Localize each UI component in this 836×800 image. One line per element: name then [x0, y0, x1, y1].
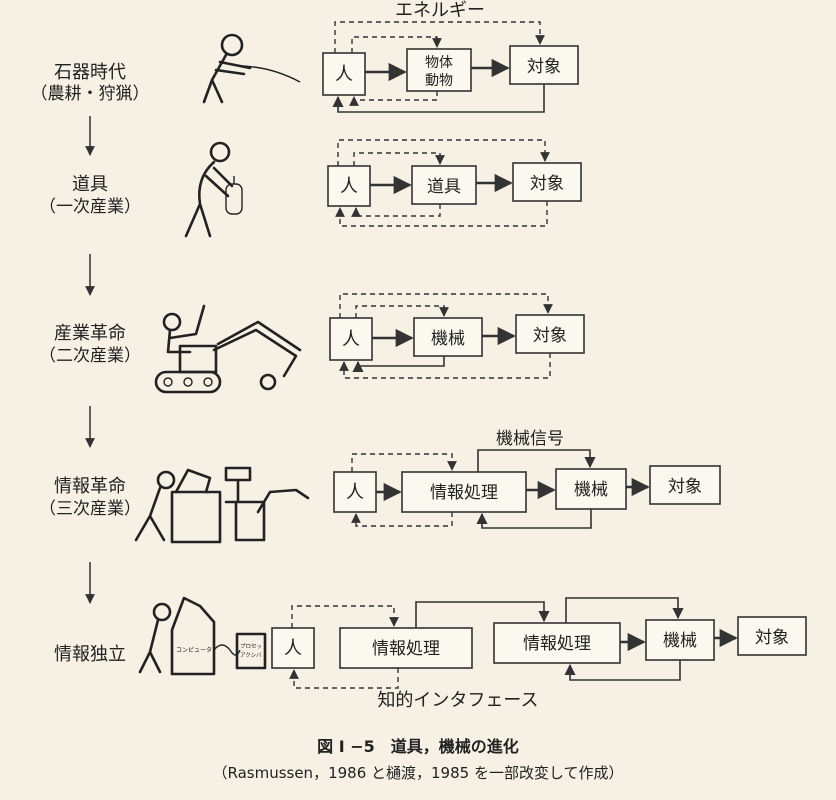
row2-person-box [327, 165, 371, 207]
row-stone-age-flow: エネルギー 人 物体 動物 対象 [322, 0, 579, 113]
figure-caption-source: （Rasmussen，1986 と樋渡，1985 を一部改変して作成） [212, 764, 623, 782]
stage-1-name: 石器時代 [54, 62, 126, 83]
row5-person-label: 人 [284, 638, 302, 659]
row5-person-box [271, 627, 315, 669]
row1-object-label: 物体 [425, 55, 453, 71]
row1-animal-label: 動物 [425, 73, 453, 89]
processor-label-1: プロセッ [240, 643, 262, 650]
row3-machine-label: 機械 [431, 329, 465, 349]
row3-target-box [515, 314, 585, 354]
row-info-independence-flow: 人 情報処理 情報処理 機械 対象 知的インタフェース [271, 597, 807, 711]
row5-info-processing-label-1: 情報処理 [372, 639, 440, 659]
stage-1-sub: （農耕・狩猟） [31, 84, 150, 104]
row4-target-box [649, 465, 721, 505]
row-tool-flow: 人 道具 対象 [327, 139, 582, 227]
row4-target-label: 対象 [668, 477, 702, 497]
row2-tool-box [411, 165, 477, 205]
row1-person-box [322, 52, 366, 96]
tool-figure-icon [184, 141, 243, 238]
row-industrial-flow: 人 機械 対象 [329, 293, 585, 379]
computer-label: コンピュータ [176, 646, 212, 654]
energy-label: エネルギー [395, 0, 485, 21]
row2-person-label: 人 [340, 176, 358, 197]
row5-info-processing-box-2 [493, 622, 621, 664]
row4-person-label: 人 [346, 482, 364, 503]
stage-2-name: 道具 [72, 174, 108, 195]
row1-person-label: 人 [335, 64, 353, 85]
row5-target-box [737, 616, 807, 656]
row5-info-processing-label-2: 情報処理 [523, 634, 591, 654]
stone-age-figure-icon [202, 33, 301, 104]
row4-info-processing-label: 情報処理 [430, 483, 498, 503]
stage-5-name: 情報独立 [54, 644, 126, 665]
row5-machine-label: 機械 [663, 631, 697, 651]
stage-2-sub: （一次産業） [39, 197, 141, 217]
info-independence-icon: コンピュータ プロセッ アクシバ [138, 596, 267, 676]
row4-info-processing-box [401, 471, 527, 513]
stage-4-sub: （三次産業） [39, 499, 141, 519]
stage-4-name: 情報革命 [54, 476, 126, 497]
machine-signal-label: 機械信号 [496, 429, 564, 449]
row3-target-label: 対象 [533, 326, 567, 346]
row3-person-box [329, 317, 373, 361]
row-info-revolution-flow: 機械信号 人 情報処理 機械 対象 [333, 429, 721, 529]
row2-target-box [512, 162, 582, 202]
row1-target-box [509, 45, 579, 85]
row2-target-label: 対象 [530, 174, 564, 194]
info-revolution-robot-icon [134, 466, 310, 544]
intelligent-interface-label: 知的インタフェース [377, 690, 538, 711]
processor-label-2: アクシバ [240, 652, 262, 659]
row3-person-label: 人 [342, 329, 360, 350]
row4-machine-label: 機械 [574, 480, 608, 500]
row2-tool-label: 道具 [427, 177, 461, 197]
row5-target-label: 対象 [755, 628, 789, 648]
row1-object-animal-box [406, 48, 472, 92]
stage-3-sub: （二次産業） [39, 346, 141, 366]
row1-target-label: 対象 [527, 57, 561, 77]
industrial-excavator-icon [154, 304, 302, 394]
figure-caption-title: 図 I −5 道具，機械の進化 [317, 737, 519, 756]
row4-machine-box [555, 468, 627, 510]
stage-3-name: 産業革命 [54, 323, 126, 344]
row5-info-processing-box-1 [339, 627, 473, 669]
